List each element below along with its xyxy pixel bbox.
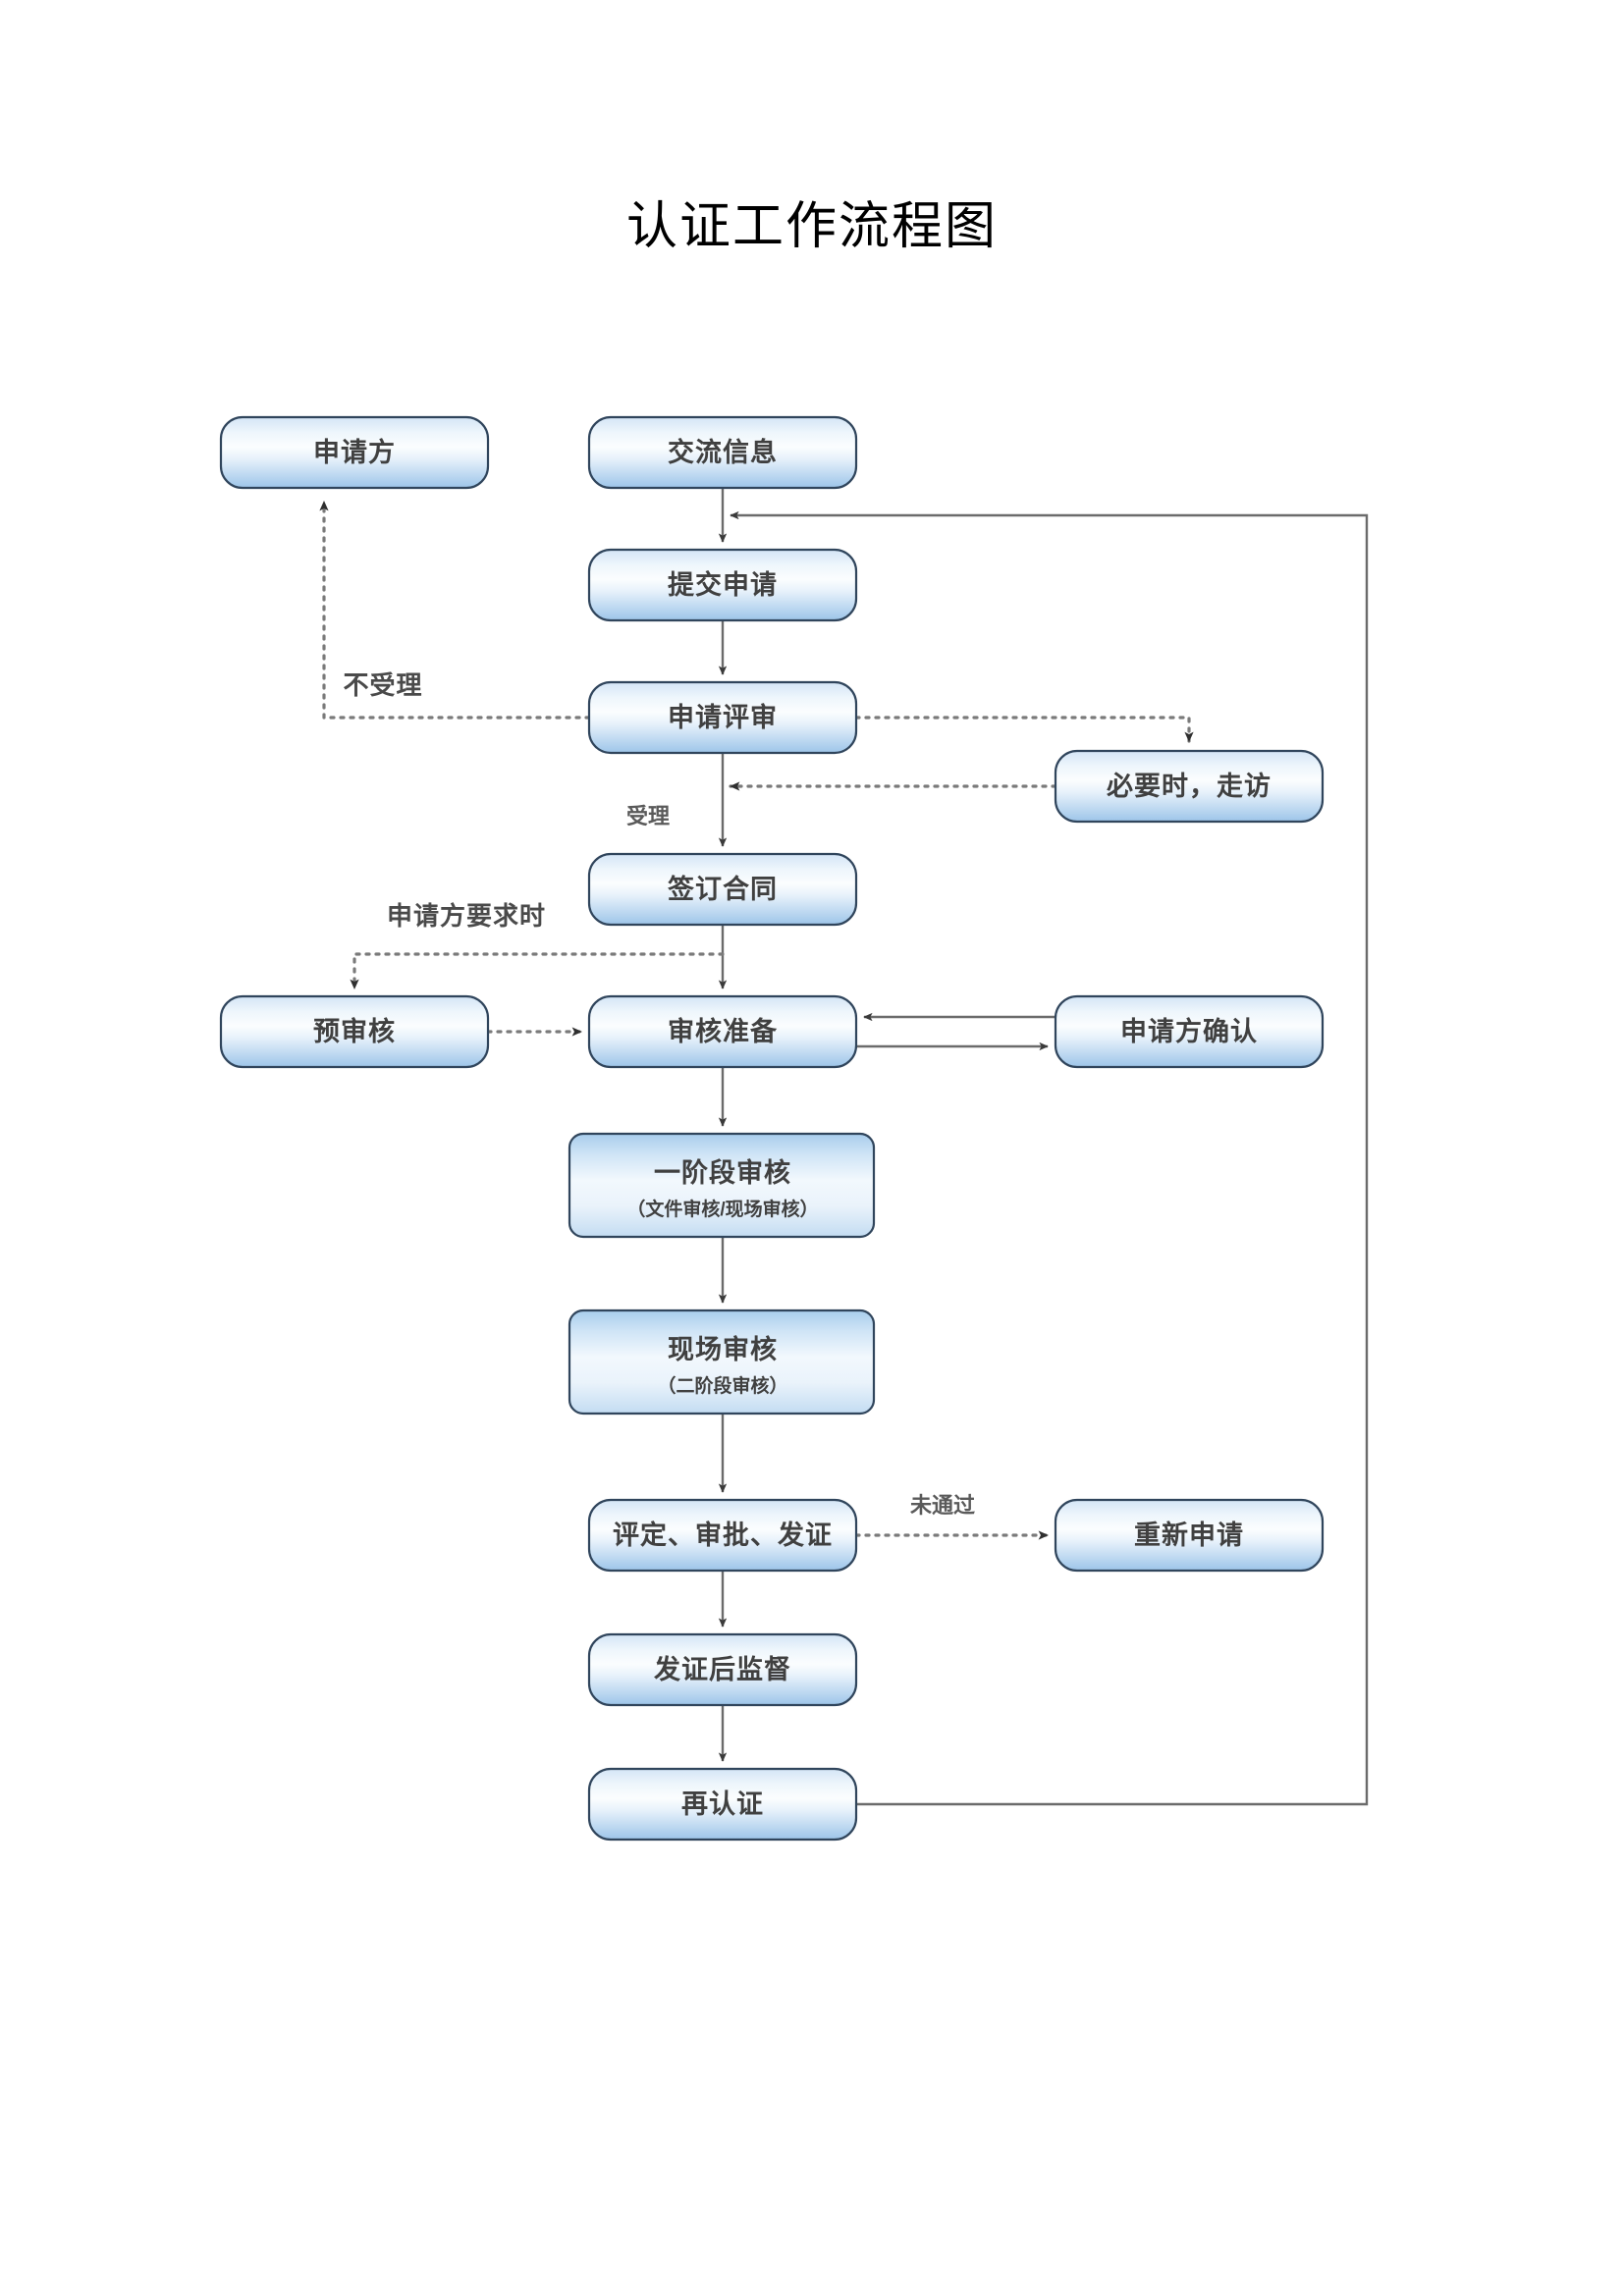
node-on-site-audit[interactable]: 现场审核 （二阶段审核） xyxy=(568,1308,876,1415)
node-site-visit[interactable]: 必要时，走访 xyxy=(1054,749,1325,824)
node-sign-contract-label: 签订合同 xyxy=(668,874,778,904)
node-evaluate-approve-issue-label: 评定、审批、发证 xyxy=(613,1520,833,1550)
edge-label-accepted: 受理 xyxy=(626,804,670,828)
node-sign-contract[interactable]: 签订合同 xyxy=(587,852,858,927)
node-application-review-label: 申请评审 xyxy=(668,702,778,732)
node-applicant-confirmation-label: 申请方确认 xyxy=(1120,1016,1258,1046)
node-on-site-audit-label: 现场审核 xyxy=(668,1334,778,1364)
node-applicant-label: 申请方 xyxy=(313,437,396,467)
node-submit-application[interactable]: 提交申请 xyxy=(587,548,858,622)
node-submit-application-label: 提交申请 xyxy=(668,569,778,600)
node-exchange-info-label: 交流信息 xyxy=(668,437,778,467)
node-post-certification-supervision[interactable]: 发证后监督 xyxy=(587,1632,858,1707)
node-recertification[interactable]: 再认证 xyxy=(587,1767,858,1842)
node-post-certification-supervision-label: 发证后监督 xyxy=(653,1654,791,1684)
page-title: 认证工作流程图 xyxy=(625,198,998,255)
node-pre-audit-label: 预审核 xyxy=(313,1016,396,1046)
edge-label-on-applicant-request: 申请方要求时 xyxy=(387,901,546,931)
node-applicant-confirmation[interactable]: 申请方确认 xyxy=(1054,994,1325,1069)
edge-review-to-applicant xyxy=(319,500,591,720)
node-audit-preparation[interactable]: 审核准备 xyxy=(587,994,858,1069)
node-exchange-info[interactable]: 交流信息 xyxy=(587,415,858,490)
edge-review-to-site-visit xyxy=(854,716,1194,743)
node-reapply-label: 重新申请 xyxy=(1134,1520,1244,1550)
node-application-review[interactable]: 申请评审 xyxy=(587,680,858,755)
node-applicant[interactable]: 申请方 xyxy=(219,415,490,490)
node-reapply[interactable]: 重新申请 xyxy=(1054,1498,1325,1573)
node-stage-one-audit-label: 一阶段审核 xyxy=(654,1157,791,1188)
node-evaluate-approve-issue[interactable]: 评定、审批、发证 xyxy=(587,1498,858,1573)
node-recertification-label: 再认证 xyxy=(681,1789,764,1819)
node-audit-preparation-label: 审核准备 xyxy=(668,1016,778,1046)
node-pre-audit[interactable]: 预审核 xyxy=(219,994,490,1069)
edge-label-not-passed: 未通过 xyxy=(910,1493,975,1518)
edge-label-not-accepted: 不受理 xyxy=(343,670,422,700)
edge-recertification-to-submit xyxy=(730,510,1369,1806)
node-stage-one-audit[interactable]: 一阶段审核 （文件审核/现场审核） xyxy=(568,1132,876,1239)
node-site-visit-label: 必要时，走访 xyxy=(1107,772,1272,801)
edge-contract-to-pre-audit xyxy=(350,952,725,990)
node-on-site-audit-sublabel: （二阶段审核） xyxy=(657,1374,787,1397)
node-stage-one-audit-sublabel: （文件审核/现场审核） xyxy=(626,1198,818,1220)
